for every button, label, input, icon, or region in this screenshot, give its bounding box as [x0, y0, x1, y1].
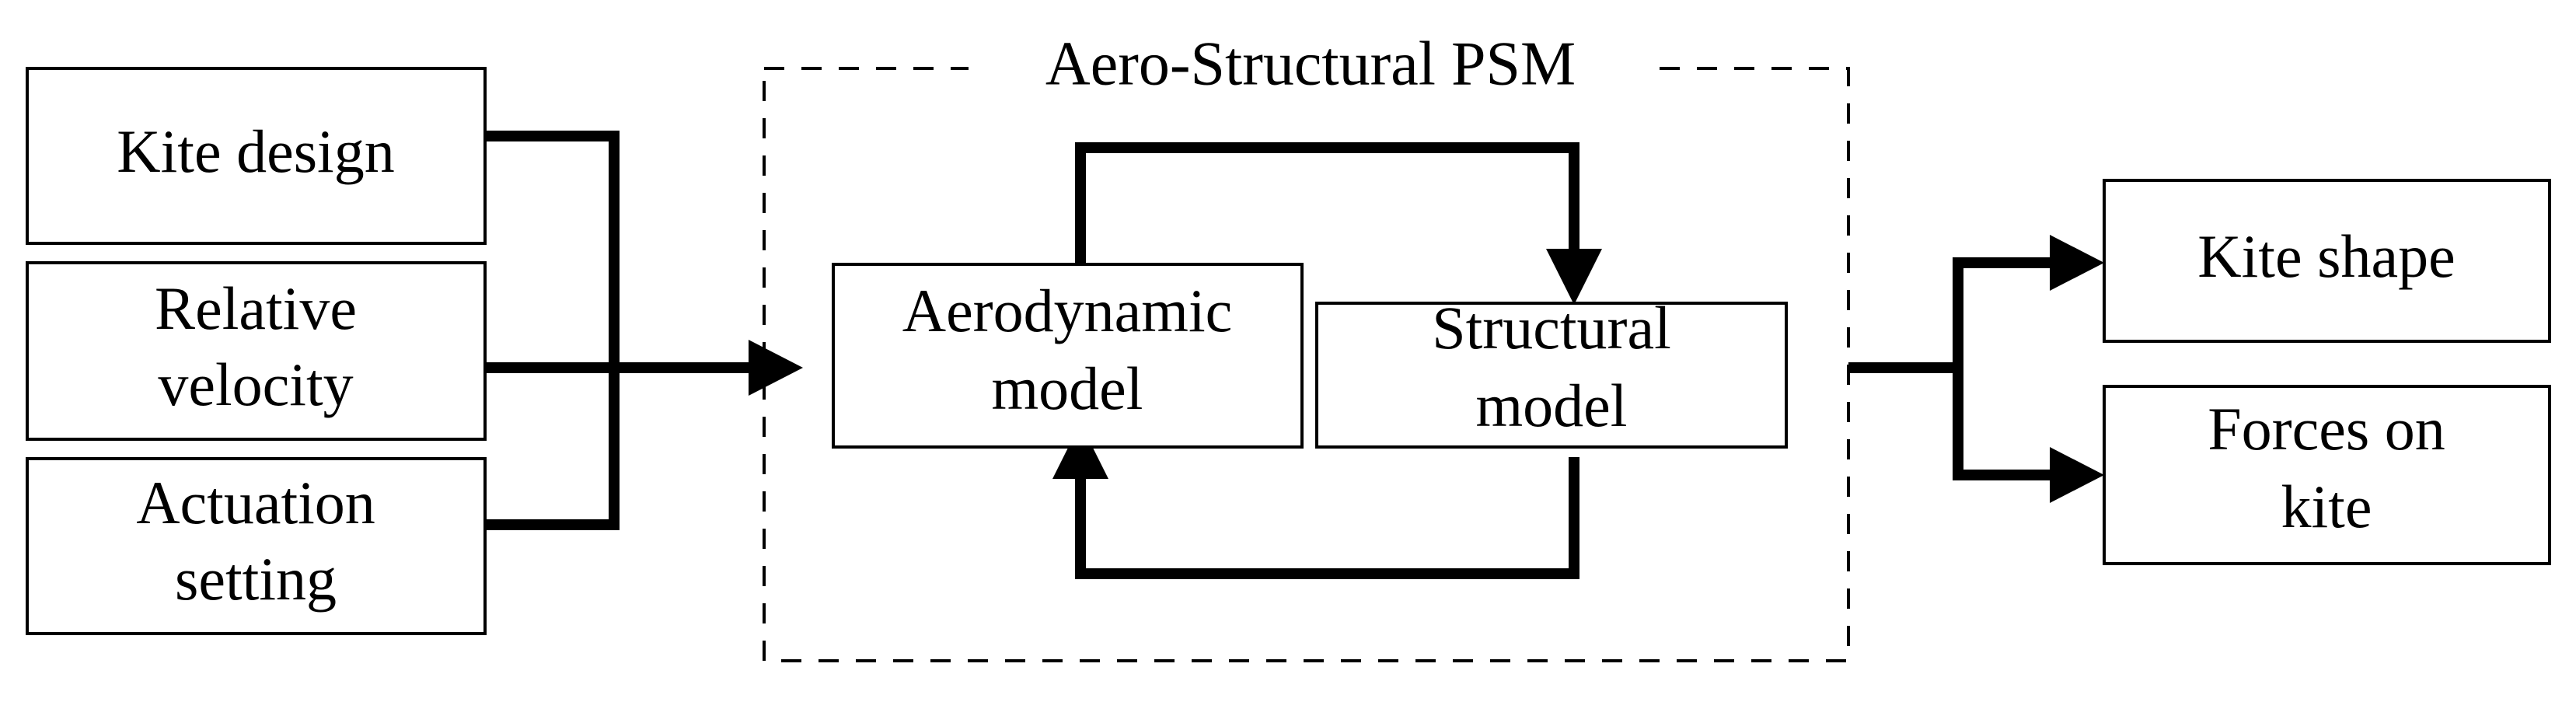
structural-model-label-line1: Structural [1432, 294, 1671, 361]
forces-on-kite-rect[interactable] [2103, 385, 2551, 565]
input-box-relative-velocity[interactable]: Relative velocity [26, 261, 487, 441]
output-bus-lines [1848, 235, 2104, 503]
psm-top-loop [1075, 142, 1602, 305]
input-box-actuation-setting[interactable]: Actuation setting [26, 457, 487, 635]
psm-bottom-loop [1052, 423, 1579, 579]
kite-design-rect[interactable] [26, 67, 487, 245]
arrowhead-into-aero [1052, 423, 1108, 479]
output-box-forces-on-kite[interactable]: Forces on kite [2103, 385, 2551, 565]
aerodynamic-model-rect[interactable] [832, 263, 1304, 449]
relative-velocity-label-line1: Relative [155, 274, 357, 342]
actuation-setting-label-line2: setting [175, 545, 337, 613]
relative-velocity-label-line2: velocity [158, 351, 353, 418]
aerodynamic-model-label-line1: Aerodynamic [902, 277, 1233, 344]
psm-box-aerodynamic-model[interactable]: Aerodynamic model [832, 263, 1304, 449]
psm-title: Aero-Structural PSM [1045, 30, 1576, 98]
forces-on-kite-label-line2: kite [2281, 473, 2372, 540]
psm-title-backdrop [969, 42, 1653, 96]
kite-shape-rect[interactable] [2103, 179, 2551, 343]
flow-structural-to-aero [1075, 457, 1579, 579]
psm-box-structural-model[interactable]: Structural model [1315, 294, 1788, 449]
actuation-setting-rect[interactable] [26, 457, 487, 635]
actuation-setting-label-line1: Actuation [136, 469, 375, 536]
kite-shape-label: Kite shape [2197, 222, 2455, 290]
output-box-kite-shape[interactable]: Kite shape [2103, 179, 2551, 343]
kite-design-label: Kite design [117, 117, 394, 185]
structural-model-label-line2: model [1476, 372, 1628, 439]
structural-model-rect[interactable] [1315, 302, 1788, 449]
arrowhead-into-structural [1546, 249, 1602, 305]
flow-actuation-to-bus [485, 368, 620, 530]
flow-to-kite-shape [1953, 257, 2050, 368]
flow-to-forces-on-kite [1953, 368, 2050, 480]
relative-velocity-rect[interactable] [26, 261, 487, 441]
aerodynamic-model-label-line2: model [992, 354, 1143, 422]
input-bus-lines [485, 131, 803, 530]
forces-on-kite-label-line1: Forces on [2208, 395, 2445, 463]
arrowhead-into-kite-shape [2050, 235, 2104, 291]
arrowhead-into-psm [749, 340, 803, 396]
flow-aero-to-structural [1075, 142, 1579, 264]
arrowhead-into-forces-on-kite [2050, 447, 2104, 503]
flow-kite-design-to-bus [485, 131, 620, 368]
input-box-kite-design[interactable]: Kite design [26, 67, 487, 245]
